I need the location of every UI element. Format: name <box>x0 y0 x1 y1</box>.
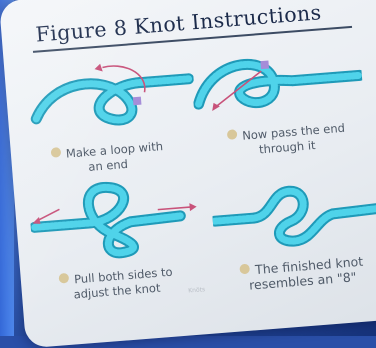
rope-loop-icon <box>193 58 366 112</box>
step-number-badge: 4 <box>239 263 251 275</box>
step-4-illustration <box>209 168 376 261</box>
arrow-icon <box>189 203 197 212</box>
small-watermark: Knöts <box>187 286 206 295</box>
rope-loop-icon <box>30 63 195 126</box>
step-2-illustration <box>190 39 366 132</box>
step-1-caption: 1Make a loop with an end <box>37 138 179 179</box>
arrow-icon <box>94 63 103 72</box>
rope-loop-icon <box>209 185 376 247</box>
arrow-icon <box>32 216 41 224</box>
arrow-icon <box>212 102 220 112</box>
step-number-badge: 1 <box>50 147 62 158</box>
step-3-caption: 3Pull both sides to adjust the knot <box>41 263 193 305</box>
rope-loop-icon <box>29 181 197 259</box>
rope-end-marker <box>132 96 142 106</box>
step-number-badge: 3 <box>58 272 70 284</box>
step-number-badge: 2 <box>226 129 238 140</box>
step-1-illustration <box>22 49 198 142</box>
step-3-illustration <box>28 174 204 267</box>
rope-end-marker <box>260 60 270 70</box>
